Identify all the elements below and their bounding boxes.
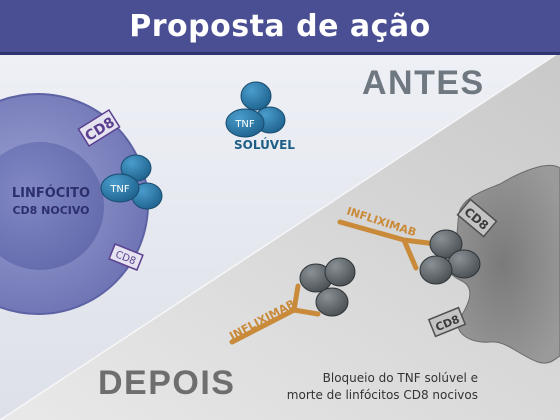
lymphocyte-label-line2: CD8 NOCIVO — [12, 204, 90, 217]
tnf-membrane: TNF — [100, 154, 163, 210]
tnf-soluble: TNF — [225, 81, 286, 138]
page-title: Proposta de ação — [129, 8, 431, 44]
caption-line2: morte de linfócitos CD8 nocivos — [286, 388, 478, 402]
tnf-label-membrane: TNF — [109, 184, 130, 195]
tnf-bound-soluble — [299, 257, 356, 317]
caption-line1: Bloqueio do TNF solúvel e — [322, 371, 478, 385]
antes-label: ANTES — [362, 64, 485, 102]
divider-line — [0, 51, 560, 420]
soluvel-label: SOLÚVEL — [234, 138, 295, 152]
tnf-bound-membrane — [419, 229, 481, 285]
title-bar: Proposta de ação — [0, 0, 560, 55]
depois-label: DEPOIS — [98, 364, 236, 402]
cd8-receptor-bottom: CD8 — [108, 242, 144, 272]
cd8-receptor-dead-bottom: CD8 — [427, 306, 467, 338]
caption: Bloqueio do TNF solúvel e morte de linfó… — [258, 370, 478, 404]
lymphocyte-label-line1: LINFÓCITO — [11, 186, 91, 201]
tnf-label-soluble: TNF — [234, 119, 255, 130]
